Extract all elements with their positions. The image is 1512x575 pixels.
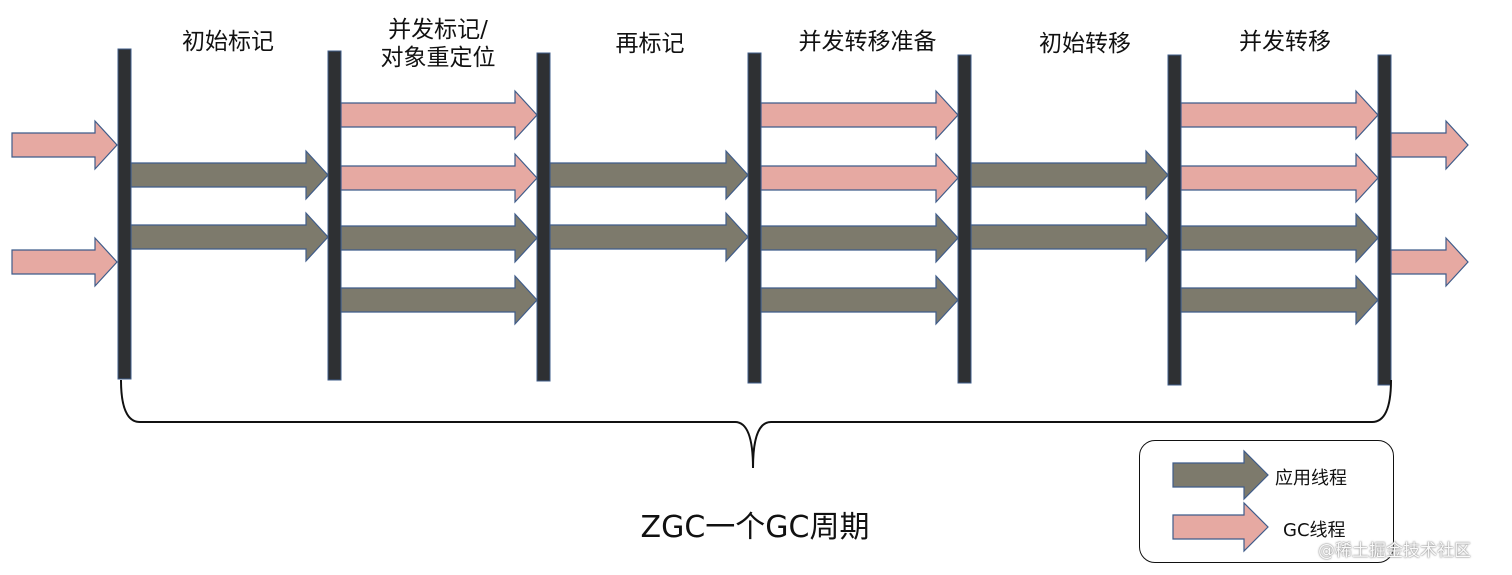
stw-pause-bar xyxy=(536,52,551,382)
phase-label-remark: 再标记 xyxy=(615,31,685,57)
app-thread-arrow xyxy=(340,212,538,264)
app-thread-arrow xyxy=(340,274,538,326)
gc-thread-arrow xyxy=(11,236,118,288)
app-thread-arrow xyxy=(130,149,329,201)
pause-bars xyxy=(117,48,1392,386)
cycle-label: ZGC一个GC周期 xyxy=(640,510,870,545)
phase-label-initial-relocation: 初始转移 xyxy=(1039,31,1131,57)
phase-label-concurrent-relocation-prep: 并发转移准备 xyxy=(798,29,937,55)
app-thread-arrow xyxy=(1180,274,1379,326)
legend xyxy=(1139,440,1394,563)
gc-thread-arrow xyxy=(1180,89,1379,141)
app-thread-arrow xyxy=(1180,212,1379,264)
app-thread-arrow xyxy=(549,211,749,263)
app-thread-arrow xyxy=(130,211,329,263)
stw-pause-bar xyxy=(957,54,972,384)
gc-thread-arrow xyxy=(760,89,959,141)
stw-pause-bar xyxy=(1167,54,1182,386)
phase-label-concurrent-relocation: 并发转移 xyxy=(1239,29,1331,55)
app-thread-arrow xyxy=(760,212,959,264)
phase-label-initial-mark: 初始标记 xyxy=(182,29,274,55)
gc-thread-arrow xyxy=(760,152,959,204)
stw-pause-bar xyxy=(327,50,342,381)
app-thread-arrow xyxy=(970,211,1169,263)
app-thread-arrow xyxy=(760,274,959,326)
gc-thread-arrow xyxy=(1390,119,1469,171)
phase-label-concurrent-mark-relocate: 并发标记/ 对象重定位 xyxy=(380,17,496,71)
gc-thread-arrow xyxy=(340,152,538,204)
gc-thread-arrow xyxy=(340,89,538,141)
cycle-brace xyxy=(120,379,1392,469)
legend-gc-thread-label: GC线程 xyxy=(1283,520,1346,541)
legend-app-thread-label: 应用线程 xyxy=(1275,468,1347,489)
app-thread-arrow xyxy=(970,149,1169,201)
legend-app-thread-arrow xyxy=(1172,449,1269,501)
app-thread-arrow xyxy=(549,149,749,201)
gc-thread-arrow xyxy=(1390,236,1469,288)
stw-pause-bar xyxy=(1377,54,1392,386)
arrows-layer xyxy=(11,89,1469,326)
gc-thread-arrow xyxy=(1180,152,1379,204)
gc-thread-arrow xyxy=(11,119,118,171)
legend-arrows xyxy=(1172,449,1269,553)
stw-pause-bar xyxy=(117,48,132,380)
stw-pause-bar xyxy=(747,52,762,384)
legend-gc-thread-arrow xyxy=(1172,501,1269,553)
watermark: @稀土掘金技术社区 xyxy=(1318,541,1471,561)
